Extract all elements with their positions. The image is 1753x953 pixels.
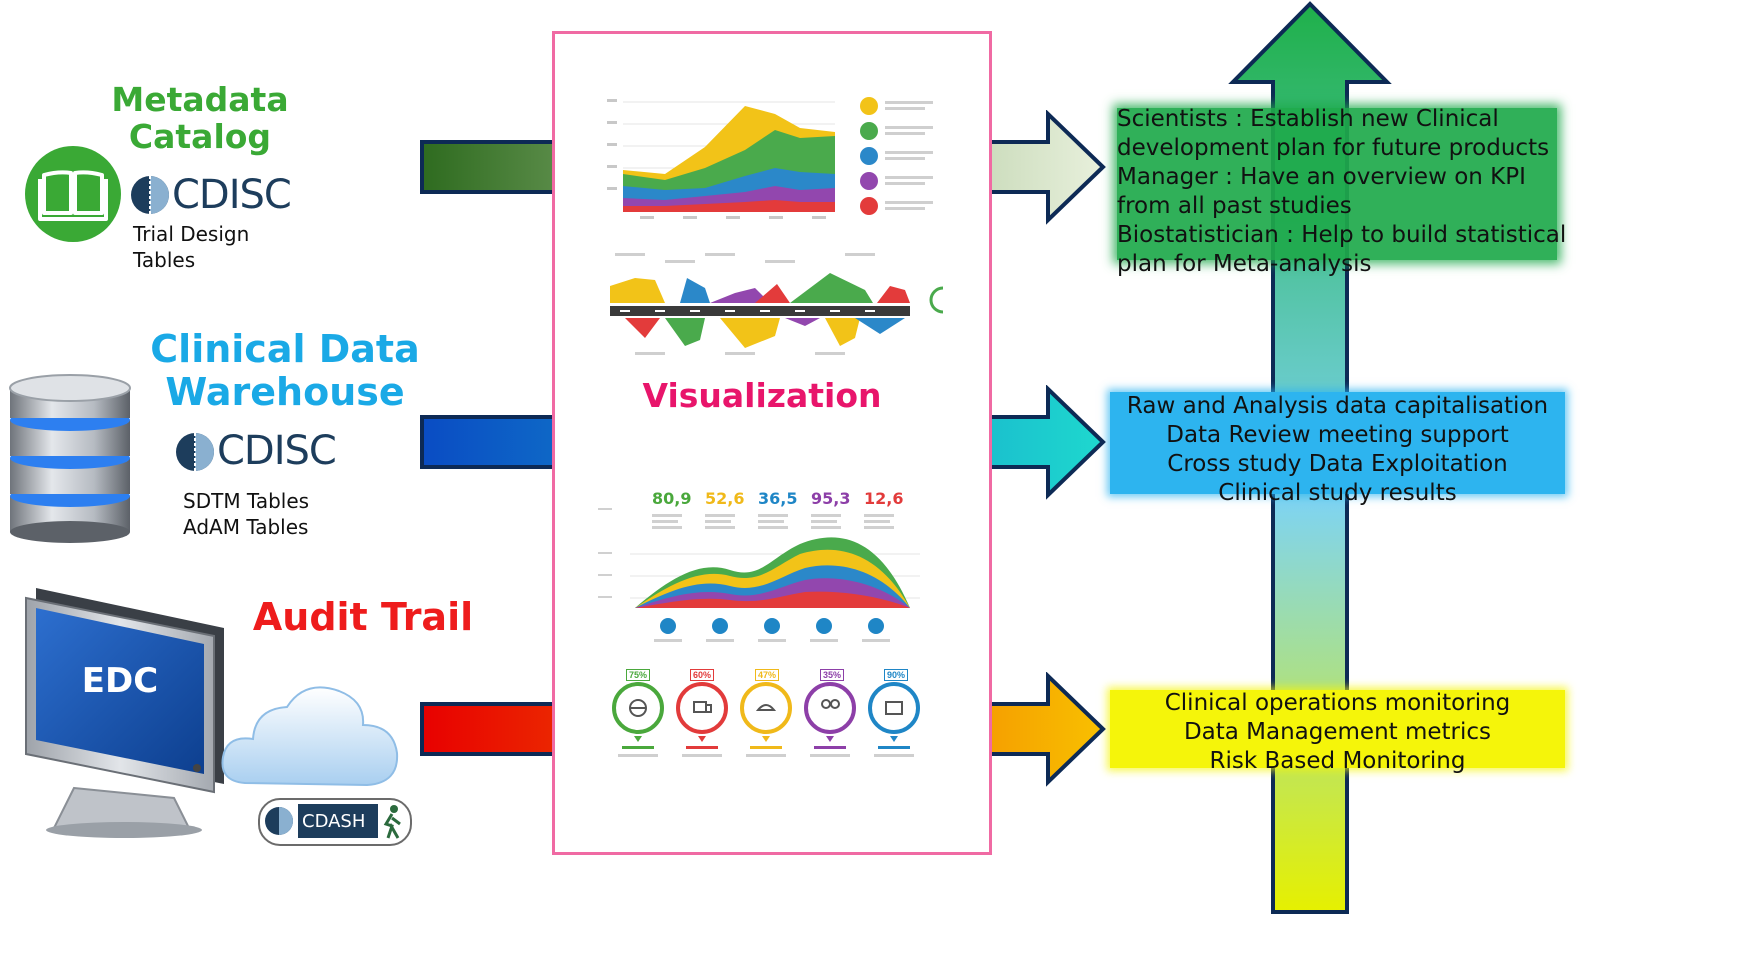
- cdisc-logo-text: CDISC: [172, 172, 292, 218]
- ring-badge: 90%: [884, 669, 909, 681]
- edc-label: EDC: [81, 661, 159, 701]
- caption-line: Trial Design: [133, 222, 250, 246]
- cdash-banner: [298, 804, 378, 838]
- timeline-infographic: [610, 253, 944, 355]
- warehouse-title: Clinical Data Warehouse: [140, 328, 430, 413]
- warehouse-caption: SDTM Tables AdAM Tables: [183, 489, 309, 540]
- metadata-caption: Trial Design Tables: [133, 222, 249, 273]
- cdash-logo-mark: [265, 807, 293, 835]
- cloud-icon: [221, 686, 399, 787]
- stacked-area-infographic: [607, 97, 933, 219]
- output-line: Data Review meeting support: [1166, 422, 1509, 448]
- open-book-icon: [25, 146, 121, 242]
- runner-icon: [383, 805, 401, 839]
- cdash-logo: CDASH: [258, 798, 412, 846]
- kpi-value: 95,3: [811, 489, 851, 508]
- cdisc-logo-mark: [176, 433, 214, 471]
- kpi-row: 80,9 52,6 36,5 95,3 12,6: [642, 490, 932, 514]
- output-line: Cross study Data Exploitation: [1167, 451, 1508, 477]
- kpi-value: 12,6: [864, 489, 904, 508]
- output-box-bottom: [1110, 690, 1565, 768]
- output-line: Data Management metrics: [1183, 719, 1492, 745]
- caption-line: AdAM Tables: [183, 514, 309, 539]
- cdisc-logo-mark: [131, 176, 169, 214]
- output-line: plan for Meta-analysis: [1117, 251, 1372, 277]
- output-line: Clinical operations monitoring: [1164, 690, 1511, 716]
- title-line: Clinical Data: [150, 327, 420, 371]
- title-line: Warehouse: [165, 369, 405, 414]
- ring-badge: 60%: [690, 669, 715, 681]
- caption-line: Tables: [133, 247, 196, 272]
- output-box-top: [1117, 108, 1557, 260]
- output-line: from all past studies: [1117, 193, 1352, 219]
- kpi-value: 52,6: [705, 489, 745, 508]
- ring-badges: 75% 60% 47% 35% 90%: [600, 665, 940, 685]
- output-line: Manager : Have an overview on KPI: [1117, 164, 1526, 190]
- ring-badge: 47%: [755, 669, 780, 681]
- output-line: Risk Based Monitoring: [1209, 748, 1466, 774]
- cdisc-logo-text: CDISC: [217, 428, 337, 474]
- visualization-title: Visualization: [642, 376, 882, 415]
- caption-line: SDTM Tables: [183, 489, 310, 513]
- title-line: Metadata: [111, 80, 289, 119]
- output-text-top: Scientists : Establish new Clinical deve…: [1117, 105, 1566, 279]
- stream-chart-infographic: [598, 508, 920, 642]
- output-line: Biostatistician : Help to build statisti…: [1117, 222, 1567, 248]
- kpi-value: 80,9: [652, 489, 692, 508]
- output-line: Raw and Analysis data capitalisation: [1126, 393, 1549, 419]
- output-line: Scientists : Establish new Clinical: [1117, 106, 1499, 132]
- kpi-value: 36,5: [758, 489, 798, 508]
- output-box-middle: [1110, 392, 1565, 494]
- ring-badge: 35%: [820, 669, 845, 681]
- ring-badge: 75%: [626, 669, 651, 681]
- ring-infographic: [612, 682, 920, 757]
- output-text-bottom: Clinical operations monitoring Data Mana…: [1110, 689, 1565, 776]
- title-line: Catalog: [128, 116, 272, 156]
- database-icon: [9, 374, 131, 543]
- output-text-middle: Raw and Analysis data capitalisation Dat…: [1110, 392, 1565, 508]
- metadata-catalog-title: Metadata Catalog: [100, 80, 300, 156]
- computer-monitor-icon: [25, 588, 224, 838]
- output-line: development plan for future products: [1117, 135, 1550, 161]
- audit-trail-title: Audit Trail: [252, 595, 474, 639]
- cdash-logo-text: CDASH: [302, 811, 366, 832]
- output-line: Clinical study results: [1218, 480, 1457, 506]
